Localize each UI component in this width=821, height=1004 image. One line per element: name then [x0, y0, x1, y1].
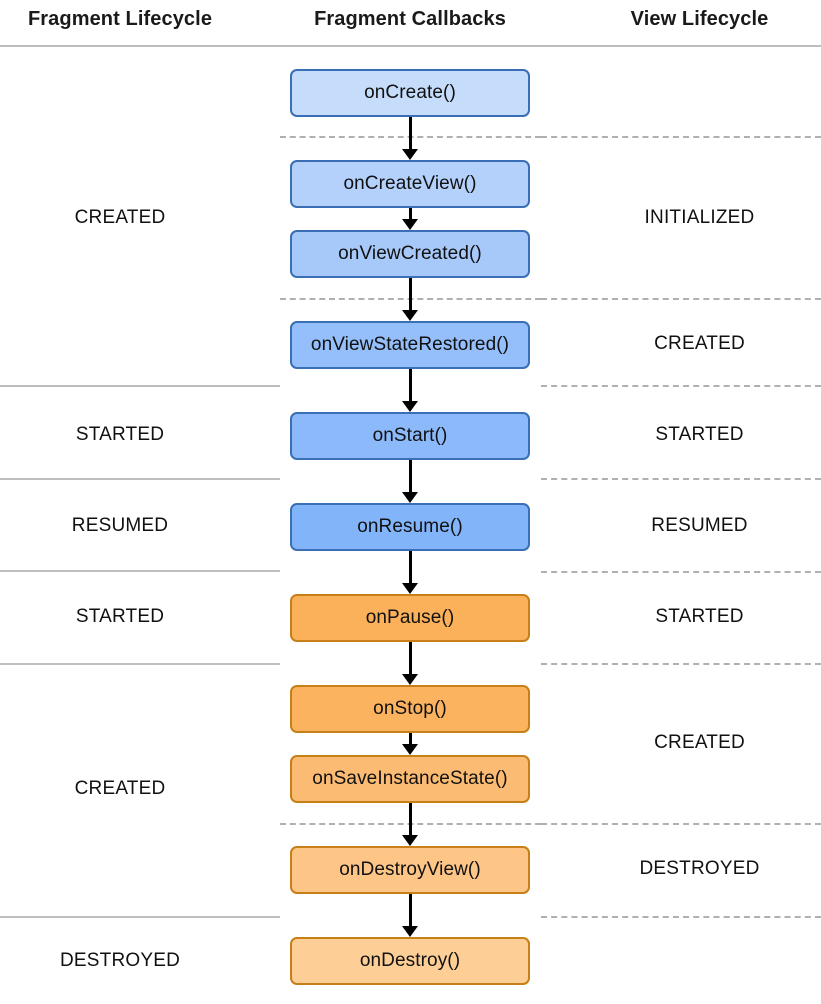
callback-box[interactable]: onCreateView()	[290, 160, 530, 208]
arrow-head-icon	[402, 492, 418, 503]
view-state-separator	[541, 478, 821, 480]
arrow-head-icon	[402, 583, 418, 594]
arrow-line	[409, 278, 412, 310]
arrow-line	[409, 894, 412, 926]
callback-label: onStart()	[372, 425, 448, 446]
arrow-head-icon	[402, 744, 418, 755]
view-state-separator	[541, 916, 821, 918]
callback-box[interactable]: onViewStateRestored()	[290, 321, 530, 369]
view-state-label: DESTROYED	[639, 858, 760, 879]
header-view-lifecycle: View Lifecycle	[630, 8, 769, 30]
header-divider	[0, 45, 821, 47]
arrow-line	[409, 369, 412, 401]
view-state-separator	[541, 571, 821, 573]
callback-box[interactable]: onViewCreated()	[290, 230, 530, 278]
view-state-label: STARTED	[655, 606, 744, 627]
arrow-head-icon	[402, 835, 418, 846]
arrow-line	[409, 551, 412, 583]
callback-box[interactable]: onResume()	[290, 503, 530, 551]
arrow-line	[409, 803, 412, 835]
arrow-line	[409, 642, 412, 674]
callback-box[interactable]: onDestroy()	[290, 937, 530, 985]
callback-label: onPause()	[365, 607, 455, 628]
fragment-state-label: STARTED	[75, 606, 165, 627]
arrow-head-icon	[402, 926, 418, 937]
arrow-head-icon	[402, 149, 418, 160]
fragment-state-separator	[0, 570, 280, 572]
view-state-label: STARTED	[655, 424, 744, 445]
column-headers: Fragment Lifecycle Fragment Callbacks Vi…	[0, 0, 821, 46]
callback-box[interactable]: onSaveInstanceState()	[290, 755, 530, 803]
fragment-state-separator	[0, 478, 280, 480]
header-fragment-callbacks: Fragment Callbacks	[314, 8, 506, 30]
arrow-head-icon	[402, 674, 418, 685]
callback-box[interactable]: onDestroyView()	[290, 846, 530, 894]
callback-box[interactable]: onPause()	[290, 594, 530, 642]
arrow-line	[409, 733, 412, 744]
fragment-state-separator	[0, 663, 280, 665]
callback-box[interactable]: onCreate()	[290, 69, 530, 117]
callback-label: onResume()	[357, 516, 463, 537]
callback-label: onCreateView()	[343, 173, 477, 194]
view-state-label: INITIALIZED	[644, 207, 755, 228]
callback-label: onSaveInstanceState()	[312, 768, 508, 789]
fragment-state-label: STARTED	[75, 424, 165, 445]
header-fragment-lifecycle: Fragment Lifecycle	[27, 8, 213, 30]
view-state-label: CREATED	[654, 333, 745, 354]
fragment-state-label: CREATED	[74, 778, 166, 799]
callback-box[interactable]: onStart()	[290, 412, 530, 460]
view-state-label: CREATED	[654, 732, 745, 753]
view-state-separator	[541, 663, 821, 665]
view-state-separator	[541, 298, 821, 300]
callback-label: onViewStateRestored()	[310, 334, 510, 355]
arrow-head-icon	[402, 401, 418, 412]
fragment-state-label: DESTROYED	[59, 950, 181, 971]
callback-label: onDestroy()	[359, 950, 461, 971]
arrow-line	[409, 208, 412, 219]
fragment-state-separator	[0, 385, 280, 387]
arrow-line	[409, 460, 412, 492]
fragment-state-label: CREATED	[74, 207, 166, 228]
arrow-line	[409, 117, 412, 149]
fragment-state-separator	[0, 916, 280, 918]
callback-label: onViewCreated()	[338, 243, 482, 264]
arrow-head-icon	[402, 219, 418, 230]
view-state-separator	[541, 823, 821, 825]
callback-box[interactable]: onStop()	[290, 685, 530, 733]
callback-label: onStop()	[373, 698, 447, 719]
arrow-head-icon	[402, 310, 418, 321]
fragment-state-label: RESUMED	[71, 515, 169, 536]
view-state-separator	[541, 136, 821, 138]
callback-label: onDestroyView()	[339, 859, 481, 880]
view-state-label: RESUMED	[651, 515, 748, 536]
view-state-separator	[541, 385, 821, 387]
callback-label: onCreate()	[364, 82, 456, 103]
